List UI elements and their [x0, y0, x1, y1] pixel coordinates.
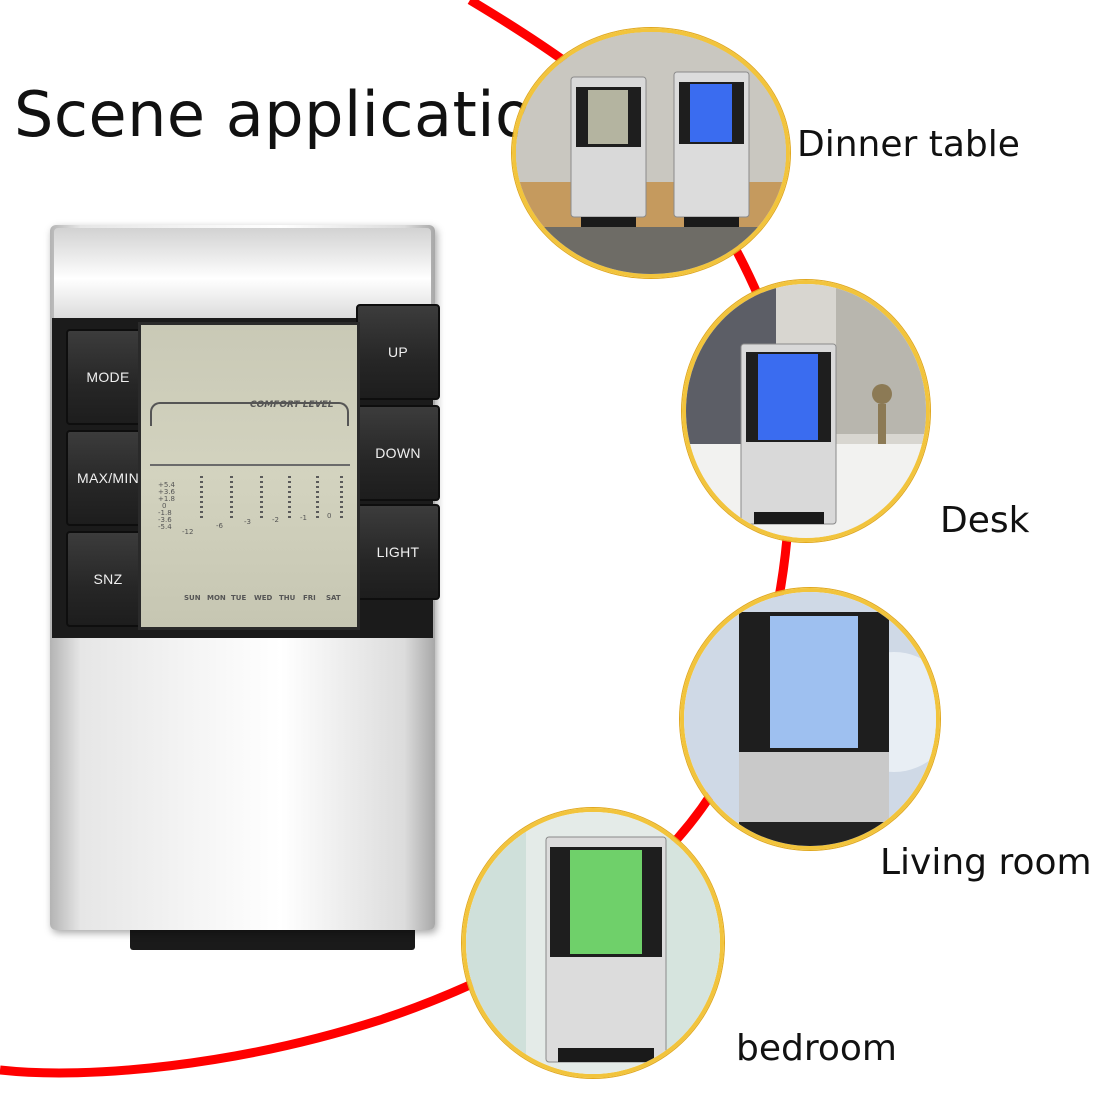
lcd-bar-column [260, 476, 263, 520]
scale-left-label: +1.8 [158, 495, 175, 503]
max-min-button[interactable]: MAX/MIN [66, 430, 150, 526]
lcd-bar-column [288, 476, 291, 520]
scale-left-label: -1.8 [158, 509, 172, 517]
scale-bottom-label: -12 [182, 528, 194, 536]
scene-label-dinner-table: Dinner table [797, 124, 1020, 165]
scale-left-label: 0 [162, 502, 167, 510]
lcd-divider [150, 464, 350, 466]
down-button-label: DOWN [375, 445, 421, 461]
scene-label-bedroom: bedroom [736, 1028, 897, 1069]
day-label: WED [254, 594, 273, 602]
lcd-bar-column [230, 476, 233, 520]
scale-left-label: -5.4 [158, 523, 172, 531]
bedroom-photo [462, 808, 724, 1078]
living-room-photo [680, 588, 940, 850]
light-button[interactable]: LIGHT [356, 504, 440, 600]
scale-left-label: -3.6 [158, 516, 172, 524]
lcd-bar-column [200, 476, 203, 520]
scale-bottom-label: -1 [300, 514, 307, 522]
snz-button-label: SNZ [93, 571, 123, 587]
max-min-button-label: MAX/MIN [77, 470, 139, 486]
day-label: SAT [326, 594, 341, 602]
scene-label-desk: Desk [940, 500, 1030, 541]
lcd-bar-column [340, 476, 343, 520]
snz-button[interactable]: SNZ [66, 531, 150, 627]
up-button[interactable]: UP [356, 304, 440, 400]
scale-bottom-label: -3 [244, 518, 251, 526]
scale-left-label: +3.6 [158, 488, 175, 496]
day-label: TUE [231, 594, 247, 602]
dinner-table-photo [512, 28, 790, 278]
light-button-label: LIGHT [376, 544, 420, 560]
scale-bottom-label: 0 [327, 512, 332, 520]
day-label: FRI [303, 594, 316, 602]
lcd-bar-column [316, 476, 319, 520]
scene-label-living-room: Living room [880, 842, 1092, 883]
scale-left-label: +5.4 [158, 481, 175, 489]
day-label: MON [207, 594, 226, 602]
comfort-level-label: COMFORT LEVEL [250, 400, 334, 410]
page-title: Scene application [14, 78, 574, 151]
scale-bottom-label: -2 [272, 516, 279, 524]
lcd-screen [138, 322, 360, 630]
mode-button-label: MODE [86, 369, 130, 385]
day-label: THU [279, 594, 296, 602]
day-label: SUN [184, 594, 201, 602]
up-button-label: UP [387, 344, 409, 360]
down-button[interactable]: DOWN [356, 405, 440, 501]
scale-bottom-label: -6 [216, 522, 223, 530]
comfort-level-frame [150, 402, 349, 426]
desk-photo [682, 280, 930, 542]
